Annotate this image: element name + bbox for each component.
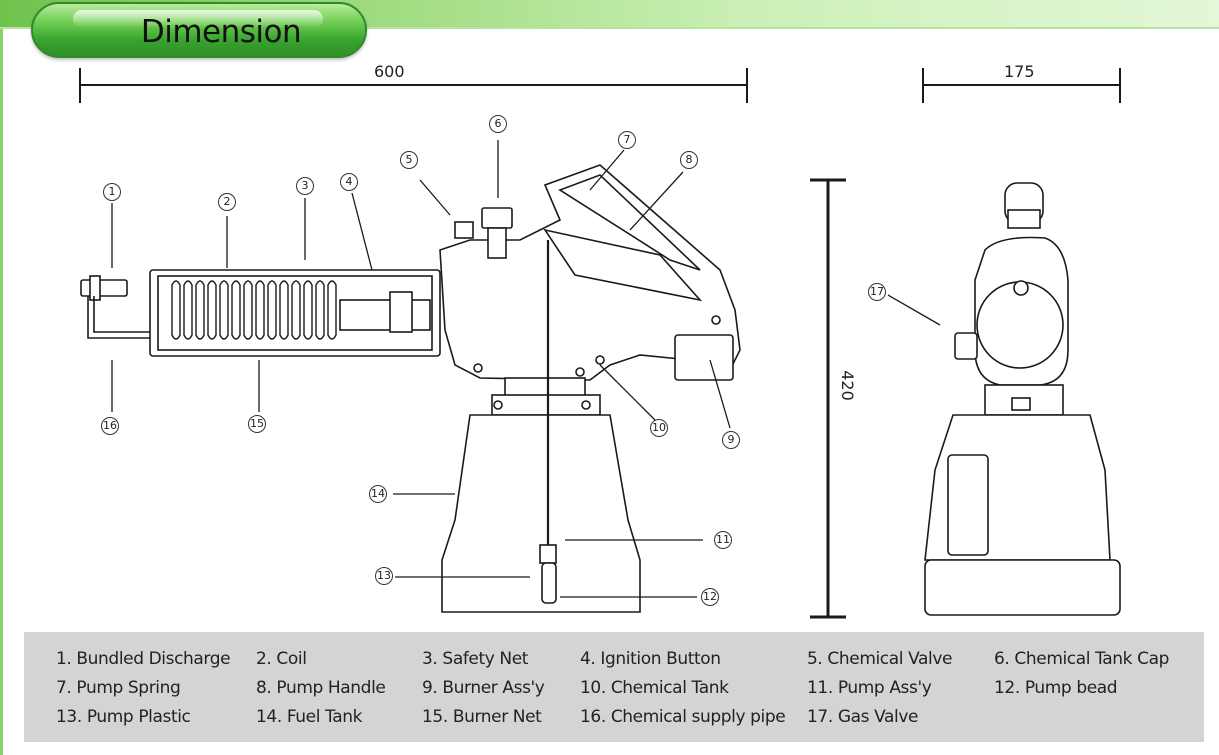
- legend-item-12: 12. Pump bead: [994, 678, 1118, 698]
- legend-item-7: 7. Pump Spring: [56, 678, 181, 698]
- callout-7: 7: [618, 131, 636, 149]
- dimension-side-width: 175: [1004, 62, 1035, 81]
- callout-15: 15: [248, 415, 266, 433]
- legend-item-5: 5. Chemical Valve: [807, 649, 953, 669]
- legend-item-14: 14. Fuel Tank: [256, 707, 363, 727]
- legend-item-4: 4. Ignition Button: [580, 649, 721, 669]
- legend-item-11: 11. Pump Ass'y: [807, 678, 932, 698]
- legend-item-17: 17. Gas Valve: [807, 707, 919, 727]
- page-title: Dimension: [140, 14, 302, 50]
- dimension-front-width: 600: [374, 62, 405, 81]
- callout-13: 13: [375, 567, 393, 585]
- legend-item-3: 3. Safety Net: [422, 649, 529, 669]
- dimension-height: 420: [837, 370, 857, 401]
- title-badge-shine: [73, 10, 323, 28]
- leader-lines: [111, 140, 941, 598]
- callout-10: 10: [650, 419, 668, 437]
- callout-5: 5: [400, 151, 418, 169]
- technical-drawing: [79, 68, 1121, 619]
- callout-3: 3: [296, 177, 314, 195]
- side-view: [924, 182, 1121, 616]
- callout-12: 12: [701, 588, 719, 606]
- callout-1: 1: [103, 183, 121, 201]
- parts-legend: 1. Bundled Discharge 2. Coil 3. Safety N…: [24, 632, 1204, 742]
- callout-2: 2: [218, 193, 236, 211]
- legend-item-16: 16. Chemical supply pipe: [580, 707, 786, 727]
- header-band-line: [0, 27, 1219, 29]
- callout-16: 16: [101, 417, 119, 435]
- legend-item-9: 9. Burner Ass'y: [422, 678, 545, 698]
- callout-6: 6: [489, 115, 507, 133]
- callout-14: 14: [369, 485, 387, 503]
- legend-item-6: 6. Chemical Tank Cap: [994, 649, 1169, 669]
- legend-item-2: 2. Coil: [256, 649, 307, 669]
- legend-item-10: 10. Chemical Tank: [580, 678, 729, 698]
- legend-item-8: 8. Pump Handle: [256, 678, 386, 698]
- frame-left-border: [0, 0, 3, 755]
- callout-11: 11: [714, 531, 732, 549]
- callout-17: 17: [868, 283, 886, 301]
- callout-8: 8: [680, 151, 698, 169]
- front-view: [80, 164, 741, 613]
- callout-4: 4: [340, 173, 358, 191]
- legend-item-15: 15. Burner Net: [422, 707, 542, 727]
- callout-9: 9: [722, 431, 740, 449]
- title-badge: Dimension: [31, 2, 367, 58]
- legend-item-13: 13. Pump Plastic: [56, 707, 191, 727]
- legend-item-1: 1. Bundled Discharge: [56, 649, 231, 669]
